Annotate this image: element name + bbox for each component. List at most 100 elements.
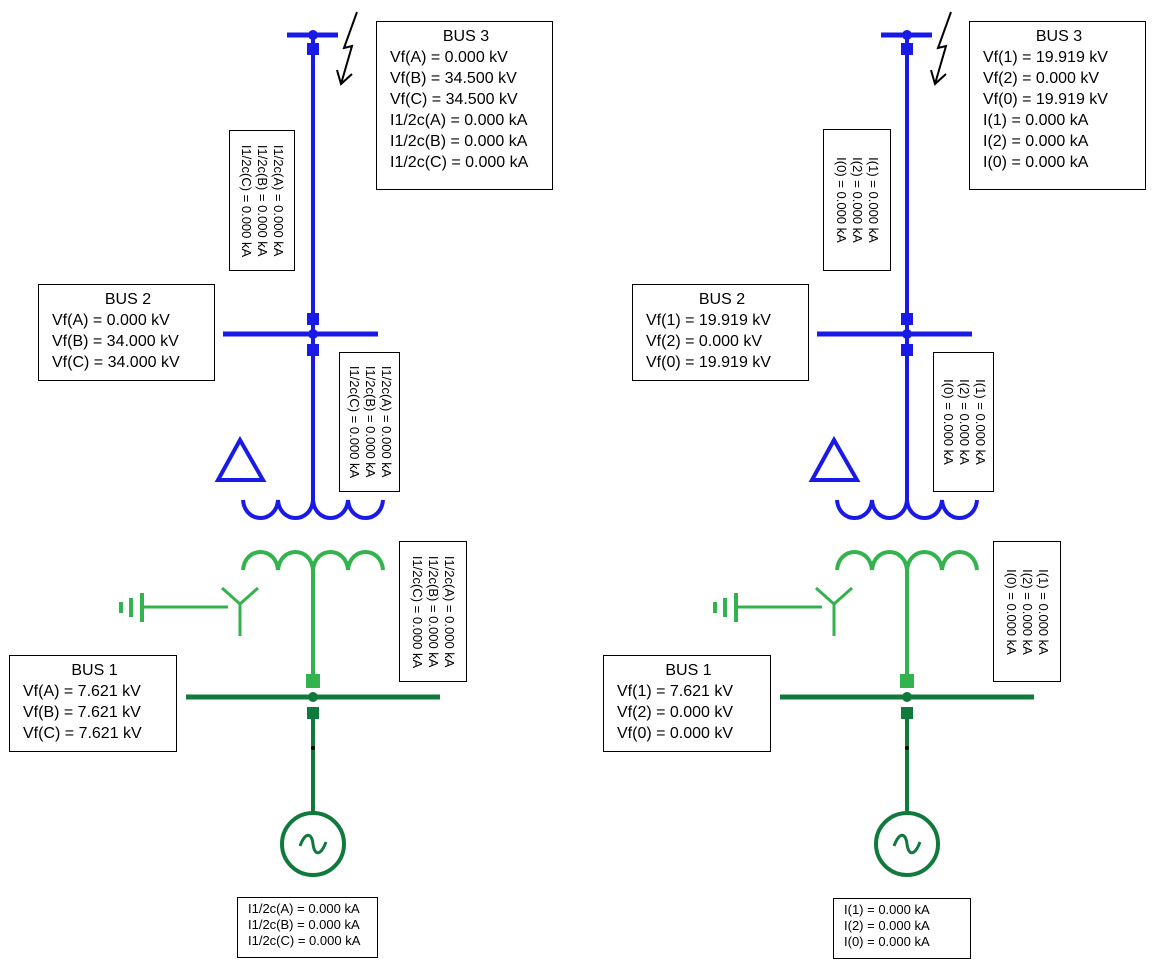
xfmr-lv-current-box: I1/2c(A) = 0.000 kA I1/2c(B) = 0.000 kA …: [399, 541, 467, 682]
bus1-title: BUS 1: [71, 662, 118, 679]
current-line: I(1) = 0.000 kA: [866, 157, 881, 243]
current-line: I1/2c(C) = 0.000 kA: [346, 365, 362, 479]
bus2-breaker: [307, 344, 319, 356]
xfmr-hv-current-box: I1/2c(A) = 0.000 kA I1/2c(B) = 0.000 kA …: [339, 352, 400, 492]
bus2-node: [308, 329, 318, 339]
bus2-line: Vf(1) = 19.919 kV: [646, 312, 771, 329]
wye-leg: [221, 586, 241, 606]
current-line: I1/2c(A) = 0.000 kA: [271, 144, 286, 256]
wye-leg: [833, 586, 853, 606]
bus1-breaker: [900, 674, 914, 688]
bus2-line: Vf(A) = 0.000 kV: [52, 312, 170, 329]
gen-feeder-node: [311, 746, 315, 750]
current-line: I(1) = 0.000 kA: [1036, 568, 1051, 655]
bus2-breaker: [307, 313, 319, 325]
bus3-line: I1/2c(A) = 0.000 kA: [390, 112, 528, 129]
delta-winding-icon: [808, 435, 861, 482]
bus1-line: Vf(2) = 0.000 kV: [617, 704, 734, 721]
bus3-line: Vf(B) = 34.500 kV: [390, 70, 517, 87]
bus3-line: Vf(C) = 34.500 kV: [390, 91, 518, 108]
bus3-line: I(1) = 0.000 kA: [983, 112, 1089, 129]
generator-sine-icon: [298, 833, 328, 855]
line-current-box: I1/2c(A) = 0.000 kA I1/2c(B) = 0.000 kA …: [229, 130, 295, 271]
delta-winding-icon: [214, 435, 267, 482]
bus1-node: [902, 692, 912, 702]
fault-lightning-icon: [340, 11, 358, 85]
bus2-line: Vf(C) = 34.000 kV: [52, 354, 180, 371]
current-line: I1/2c(A) = 0.000 kA: [248, 901, 360, 916]
bus3-result-box: BUS 3 Vf(1) = 19.919 kV Vf(2) = 0.000 kV…: [969, 21, 1146, 190]
bus1-result-box: BUS 1 Vf(1) = 7.621 kV Vf(2) = 0.000 kV …: [603, 655, 771, 752]
bus3-line: I1/2c(C) = 0.000 kA: [390, 154, 529, 171]
bus1-line: Vf(0) = 0.000 kV: [617, 725, 734, 742]
bus2-result-box: BUS 2 Vf(A) = 0.000 kV Vf(B) = 34.000 kV…: [38, 284, 215, 381]
current-line: I1/2c(B) = 0.000 kA: [255, 144, 270, 256]
gen-current-box: I(1) = 0.000 kA I(2) = 0.000 kA I(0) = 0…: [833, 898, 971, 959]
current-line: I1/2c(A) = 0.000 kA: [378, 365, 394, 478]
current-line: I1/2c(C) = 0.000 kA: [248, 933, 361, 948]
bus3-line: Vf(A) = 0.000 kV: [390, 49, 508, 66]
bus1-line: Vf(B) = 7.621 kV: [23, 704, 141, 721]
bus3-line: I(2) = 0.000 kA: [983, 133, 1089, 150]
hv-winding: [241, 499, 385, 520]
xfmr-hv-current-box: I(1) = 0.000 kA I(2) = 0.000 kA I(0) = 0…: [933, 352, 994, 492]
current-line: I(0) = 0.000 kA: [834, 157, 849, 243]
current-line: I1/2c(C) = 0.000 kA: [239, 144, 254, 257]
bus2-line: Vf(B) = 34.000 kV: [52, 333, 179, 350]
bus2-breaker: [901, 313, 913, 325]
current-line: I(0) = 0.000 kA: [844, 934, 930, 949]
current-line: I1/2c(B) = 0.000 kA: [362, 365, 378, 478]
current-line: I(2) = 0.000 kA: [850, 157, 865, 243]
fault-arrowhead-icon: [930, 69, 947, 86]
bus1-title: BUS 1: [665, 662, 712, 679]
bus1-breaker: [307, 707, 319, 719]
current-line: I1/2c(B) = 0.000 kA: [426, 555, 441, 667]
bus1-node: [308, 692, 318, 702]
bus3-line: I(0) = 0.000 kA: [983, 154, 1089, 171]
bus3-title: BUS 3: [1035, 28, 1083, 45]
current-line: I1/2c(C) = 0.000 kA: [410, 555, 425, 668]
bus3-line: Vf(1) = 19.919 kV: [983, 49, 1108, 66]
wye-leg: [815, 586, 835, 606]
generator-icon: [874, 811, 940, 877]
gen-current-box: I1/2c(A) = 0.000 kA I1/2c(B) = 0.000 kA …: [237, 897, 378, 958]
current-line: I(1) = 0.000 kA: [844, 902, 930, 917]
bus2-title: BUS 2: [104, 291, 152, 308]
lv-winding: [835, 550, 979, 571]
current-line: I(0) = 0.000 kA: [940, 379, 956, 465]
current-line: I(1) = 0.000 kA: [972, 379, 988, 465]
fault-arrowhead-icon: [336, 69, 353, 86]
bus1-breaker: [306, 674, 320, 688]
wye-leg: [239, 586, 259, 606]
current-line: I(2) = 0.000 kA: [844, 918, 930, 933]
bus2-node: [902, 329, 912, 339]
bus3-title: BUS 3: [442, 28, 490, 45]
bus2-line: Vf(2) = 0.000 kV: [646, 333, 763, 350]
bus1-line: Vf(C) = 7.621 kV: [23, 725, 142, 742]
generator-sine-icon: [892, 833, 922, 855]
line-current-box: I(1) = 0.000 kA I(2) = 0.000 kA I(0) = 0…: [823, 129, 891, 271]
current-line: I1/2c(A) = 0.000 kA: [442, 555, 457, 667]
bus2-result-box: BUS 2 Vf(1) = 19.919 kV Vf(2) = 0.000 kV…: [632, 284, 809, 381]
bus3-result-box: BUS 3 Vf(A) = 0.000 kV Vf(B) = 34.500 kV…: [376, 21, 553, 190]
bus3-line: Vf(0) = 19.919 kV: [983, 91, 1108, 108]
fault-lightning-icon: [934, 11, 952, 85]
bus1-breaker: [901, 707, 913, 719]
bus3-line: Vf(2) = 0.000 kV: [983, 70, 1100, 87]
gen-feeder-node: [905, 746, 909, 750]
current-line: I(0) = 0.000 kA: [1004, 568, 1019, 655]
hv-winding: [835, 499, 979, 520]
bus1-line: Vf(1) = 7.621 kV: [617, 683, 734, 700]
bus3-line: I1/2c(B) = 0.000 kA: [390, 133, 528, 150]
current-line: I(2) = 0.000 kA: [1020, 568, 1035, 655]
bus1-result-box: BUS 1 Vf(A) = 7.621 kV Vf(B) = 7.621 kV …: [9, 655, 177, 752]
bus2-line: Vf(0) = 19.919 kV: [646, 354, 771, 371]
bus2-title: BUS 2: [698, 291, 746, 308]
generator-icon: [280, 811, 346, 877]
bus1-line: Vf(A) = 7.621 kV: [23, 683, 141, 700]
lv-winding: [241, 550, 385, 571]
current-line: I1/2c(B) = 0.000 kA: [248, 917, 360, 932]
current-line: I(2) = 0.000 kA: [956, 379, 972, 465]
xfmr-lv-current-box: I(1) = 0.000 kA I(2) = 0.000 kA I(0) = 0…: [993, 541, 1061, 682]
